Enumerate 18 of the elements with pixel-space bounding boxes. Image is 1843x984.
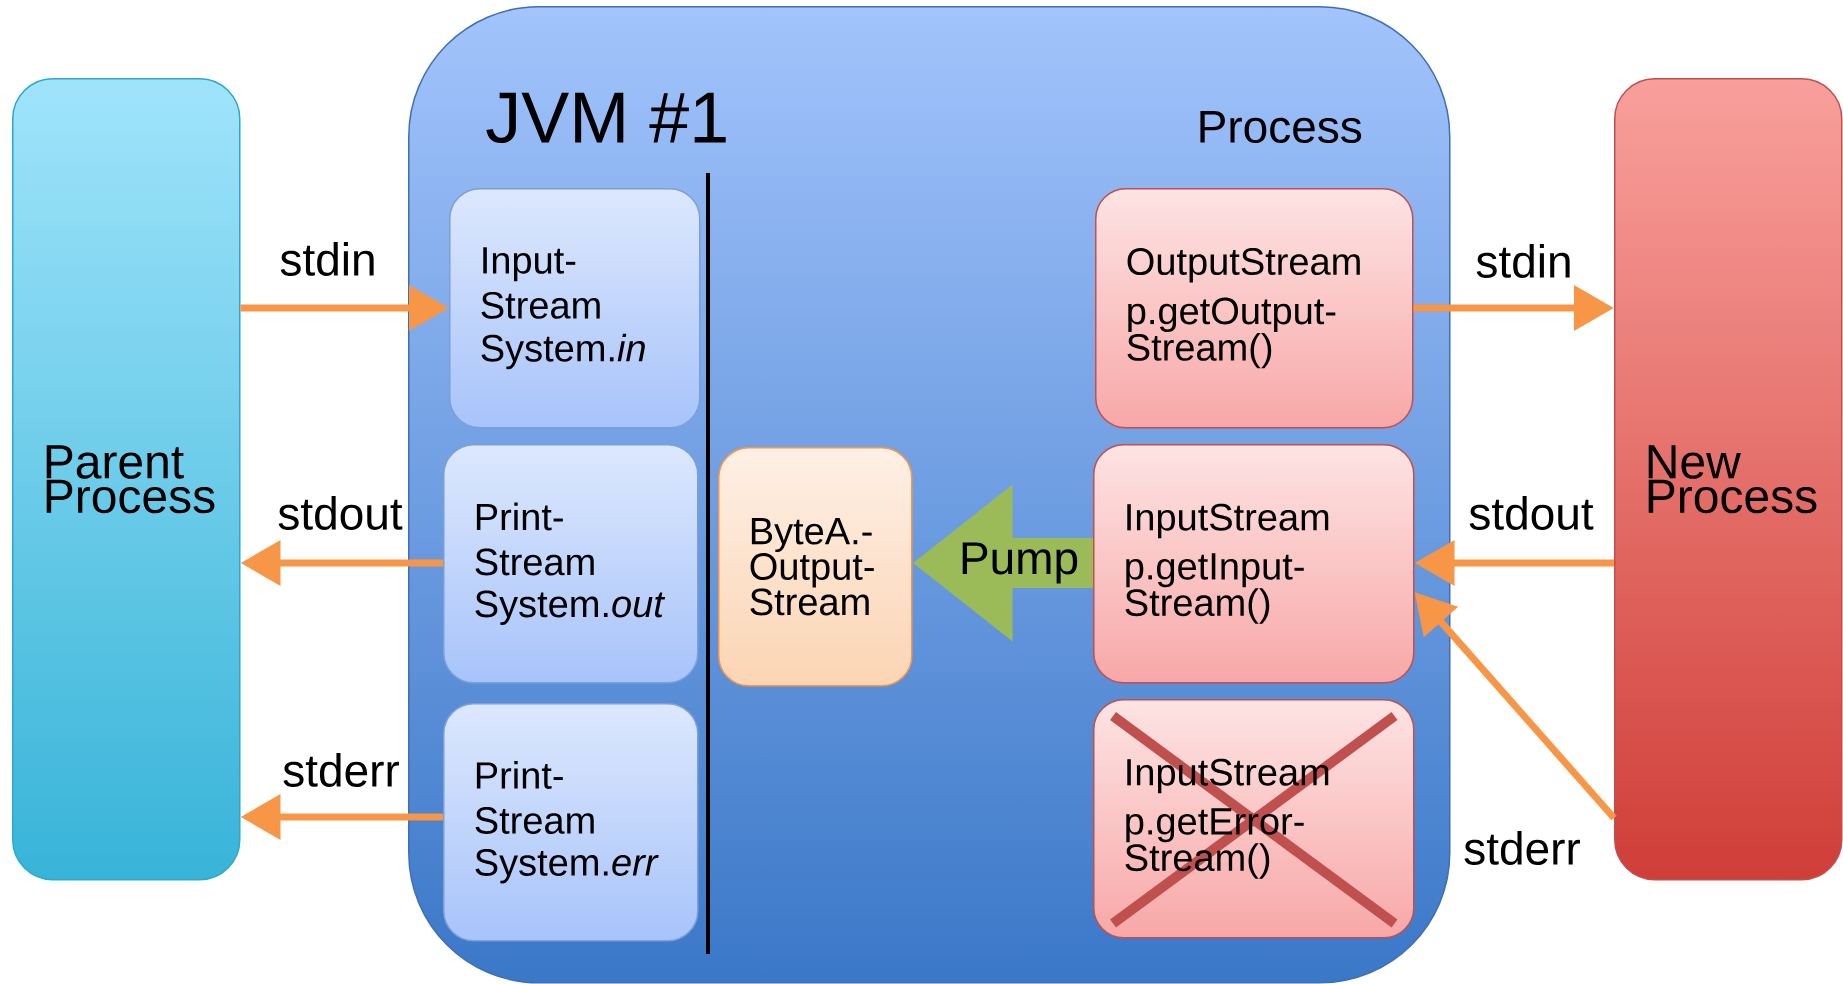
edge-label: stdin xyxy=(1473,242,1575,280)
new-process-box: New Process xyxy=(1614,78,1843,881)
edge-label: stderr xyxy=(280,751,402,789)
edge-label: stdin xyxy=(277,240,379,278)
heading: Process xyxy=(1200,110,1362,144)
stream-box: Print-Stream System.out xyxy=(443,444,699,684)
edge-label: stdout xyxy=(275,494,405,532)
stream-box: ByteA.-Output-Stream xyxy=(718,447,913,687)
edge-label: Pump xyxy=(956,540,1082,586)
edge-label: stdout xyxy=(1466,494,1596,532)
edge-label: stderr xyxy=(1461,829,1583,867)
parent-process-box: Parent Process xyxy=(12,78,241,881)
stream-box: OutputStream p.getOutput-Stream() xyxy=(1095,188,1414,429)
stream-box: Input-Stream System.in xyxy=(449,188,701,429)
title: JVM #1 xyxy=(486,92,726,144)
stream-box: InputStream p.getInput-Stream() xyxy=(1093,444,1415,684)
stream-box: InputStream p.getError-Stream() xyxy=(1093,699,1415,939)
stream-box: Print-Stream System.err xyxy=(443,703,699,942)
